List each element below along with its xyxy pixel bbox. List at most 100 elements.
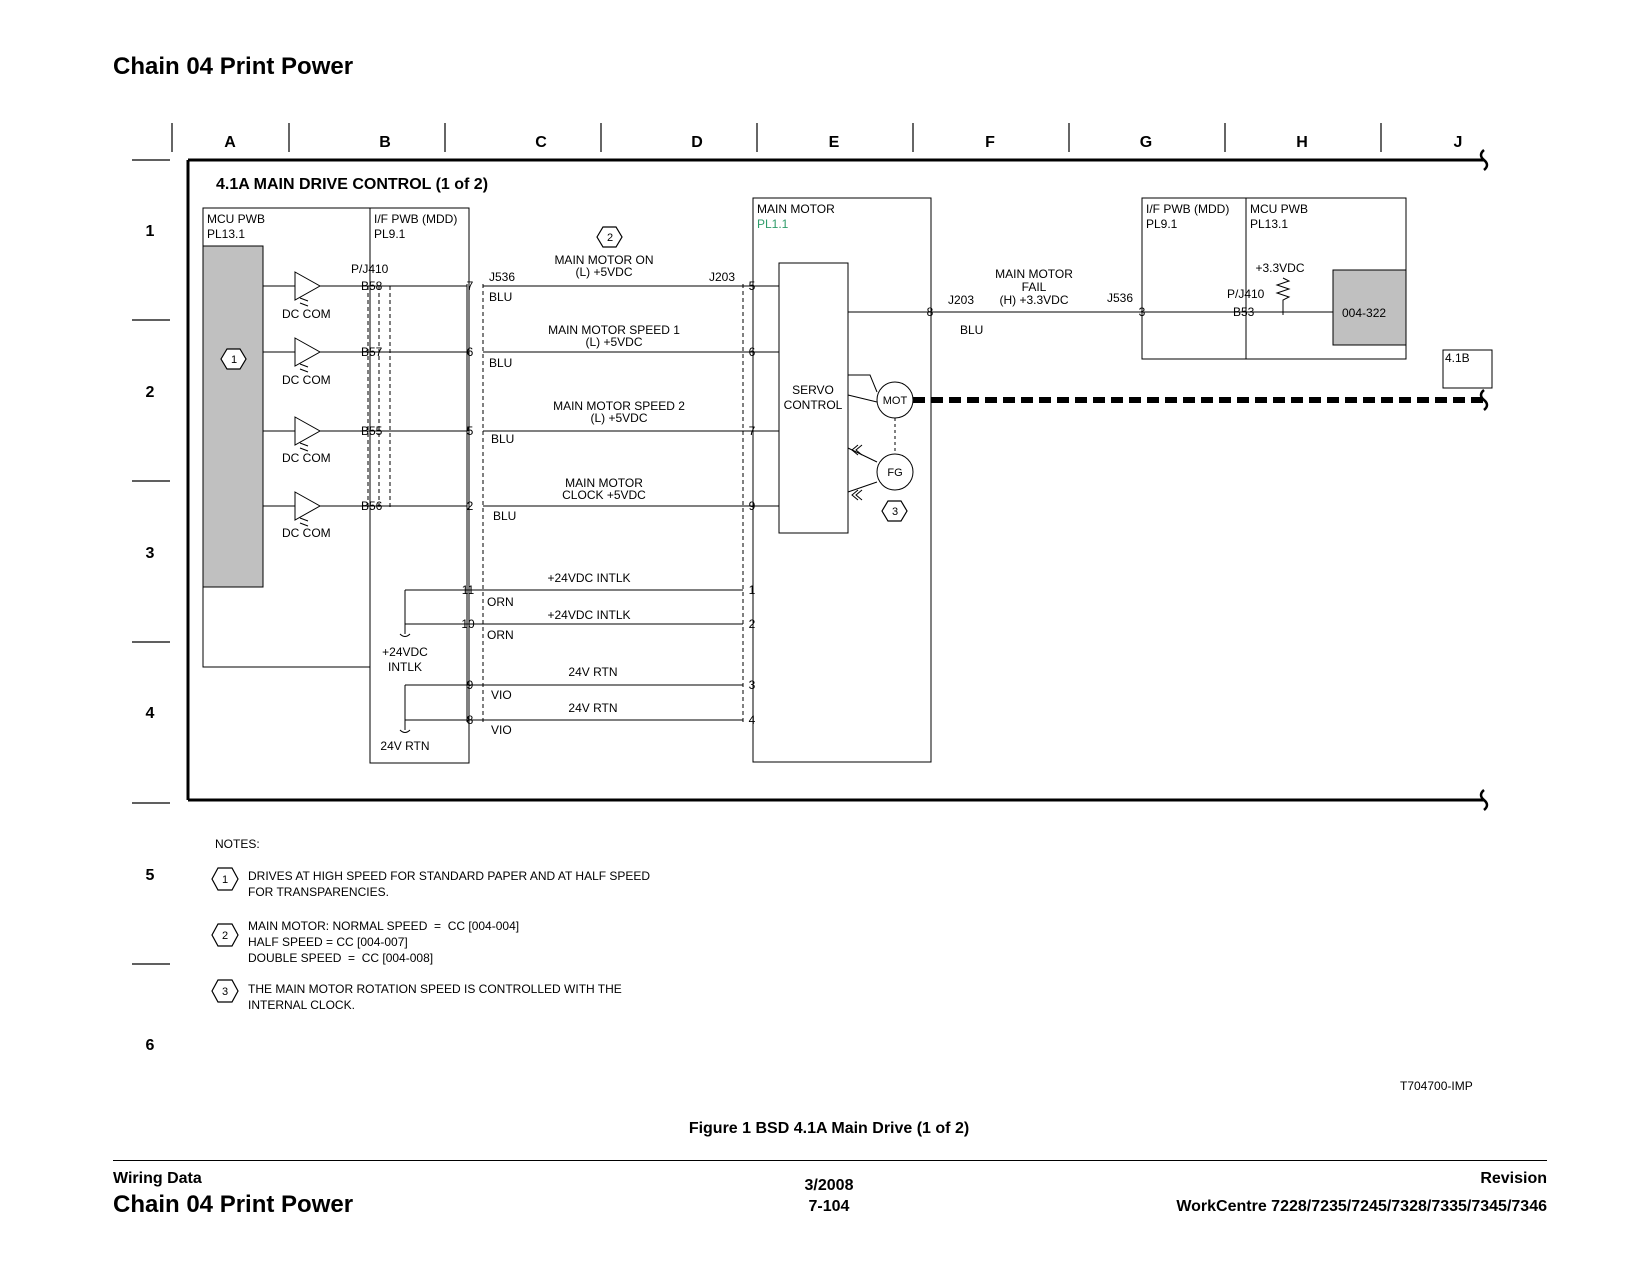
figure-number: T704700-IMP	[1400, 1079, 1473, 1093]
pin-left: 7	[467, 279, 474, 293]
footer-revision: Revision	[1480, 1170, 1547, 1187]
pin-left: 9	[467, 678, 474, 692]
pin-motor: 4	[749, 713, 756, 727]
pin-left: 10	[461, 617, 475, 631]
note-number: 3	[222, 986, 228, 998]
mcu-right-ref: PL13.1	[1250, 217, 1288, 231]
power-label: +24VDC INTLK	[547, 571, 630, 585]
fail-label: (H) +3.3VDC	[999, 293, 1068, 307]
dc-com-label: DC COM	[282, 451, 331, 465]
wire-color: BLU	[489, 356, 512, 370]
pin-b: B55	[361, 424, 383, 438]
supply-33v-label: +3.3VDC	[1255, 261, 1304, 275]
pin-motor: 7	[749, 424, 756, 438]
pin-left: 5	[467, 424, 474, 438]
signal-label: (L) +5VDC	[575, 265, 632, 279]
row-label: 4	[146, 705, 155, 722]
power-label: 24V RTN	[568, 665, 617, 679]
mcu-left-name: MCU PWB	[207, 212, 265, 226]
wire-color: VIO	[491, 688, 512, 702]
fail-label: MAIN MOTOR	[995, 267, 1073, 281]
callout-2: 2	[607, 232, 613, 244]
connector-label: J536	[489, 270, 515, 284]
connector-label: P/J410	[351, 262, 389, 276]
wire-color: BLU	[491, 432, 514, 446]
wire-color: BLU	[489, 290, 512, 304]
callout-3: 3	[892, 506, 898, 518]
pin-motor: 6	[749, 345, 756, 359]
pin-if: 3	[1139, 305, 1146, 319]
connector-label: J536	[1107, 291, 1133, 305]
row-label: 6	[146, 1037, 155, 1054]
wire-color: BLU	[493, 509, 516, 523]
connector-label: J203	[948, 293, 974, 307]
pin-motor: 8	[927, 305, 934, 319]
dc-com-label: DC COM	[282, 526, 331, 540]
pin-b: B57	[361, 345, 383, 359]
connector-label: P/J410	[1227, 287, 1265, 301]
col-label: B	[379, 134, 391, 151]
col-label: C	[535, 134, 547, 151]
mcu-left-ref: PL13.1	[207, 227, 245, 241]
note-text: DRIVES AT HIGH SPEED FOR STANDARD PAPER …	[248, 869, 651, 899]
servo-label: CONTROL	[784, 398, 843, 412]
col-label: E	[829, 134, 840, 151]
row-label: 1	[146, 223, 155, 240]
pin-b: B53	[1233, 305, 1255, 319]
signal-label: MAIN MOTOR SPEED 2	[553, 399, 685, 413]
mot-label: MOT	[883, 395, 908, 407]
footer-divider	[113, 1160, 1547, 1161]
wire-color: ORN	[487, 628, 514, 642]
pin-left: 8	[467, 713, 474, 727]
signal-label: (L) +5VDC	[585, 335, 642, 349]
if-right-ref: PL9.1	[1146, 217, 1178, 231]
dc-com-label: DC COM	[282, 307, 331, 321]
mcu-right-name: MCU PWB	[1250, 202, 1308, 216]
note-text: MAIN MOTOR: NORMAL SPEED = CC [004-004] …	[248, 919, 520, 965]
pin-left: 11	[462, 583, 475, 597]
col-label: J	[1454, 134, 1463, 151]
signal-label: MAIN MOTOR ON	[554, 253, 653, 267]
if-left-name: I/F PWB (MDD)	[374, 212, 457, 226]
footer-page: 7-104	[808, 1198, 850, 1215]
wire-color: ORN	[487, 595, 514, 609]
pin-motor: 3	[749, 678, 756, 692]
note-number: 1	[222, 874, 228, 886]
col-label: A	[224, 134, 236, 151]
fail-label: FAIL	[1022, 280, 1047, 294]
signal-label: MAIN MOTOR	[565, 476, 643, 490]
main-motor-ref: PL1.1	[757, 217, 789, 231]
fg-label: FG	[887, 467, 902, 479]
col-label: H	[1296, 134, 1308, 151]
servo-label: SERVO	[792, 383, 834, 397]
wire-color: VIO	[491, 723, 512, 737]
pin-left: 6	[467, 345, 474, 359]
if-right-name: I/F PWB (MDD)	[1146, 202, 1229, 216]
note-number: 2	[222, 930, 228, 942]
footer-section: Wiring Data	[113, 1170, 202, 1187]
pin-b: B58	[361, 279, 383, 293]
footer-product: WorkCentre 7228/7235/7245/7328/7335/7345…	[1176, 1198, 1547, 1215]
note-text: THE MAIN MOTOR ROTATION SPEED IS CONTROL…	[248, 982, 622, 1012]
signal-label: MAIN MOTOR SPEED 1	[548, 323, 680, 337]
col-label: G	[1140, 134, 1152, 151]
row-label: 2	[146, 384, 155, 401]
pin-left: 2	[467, 499, 474, 513]
pin-motor: 5	[749, 279, 756, 293]
supply-label: +24VDC	[382, 645, 428, 659]
callout-1: 1	[231, 354, 237, 366]
pin-motor: 1	[749, 583, 756, 597]
power-label: 24V RTN	[568, 701, 617, 715]
col-label: D	[691, 134, 703, 151]
figure-caption: Figure 1 BSD 4.1A Main Drive (1 of 2)	[688, 1120, 970, 1137]
notes-label: NOTES:	[215, 837, 260, 851]
pin-b: B56	[361, 499, 383, 513]
pin-motor: 9	[749, 499, 756, 513]
return-label: 24V RTN	[380, 739, 429, 753]
power-label: +24VDC INTLK	[547, 608, 630, 622]
row-label: 5	[146, 867, 155, 884]
col-label: F	[985, 134, 995, 151]
page-title: Chain 04 Print Power	[113, 53, 354, 80]
footer-title: Chain 04 Print Power	[113, 1191, 354, 1218]
